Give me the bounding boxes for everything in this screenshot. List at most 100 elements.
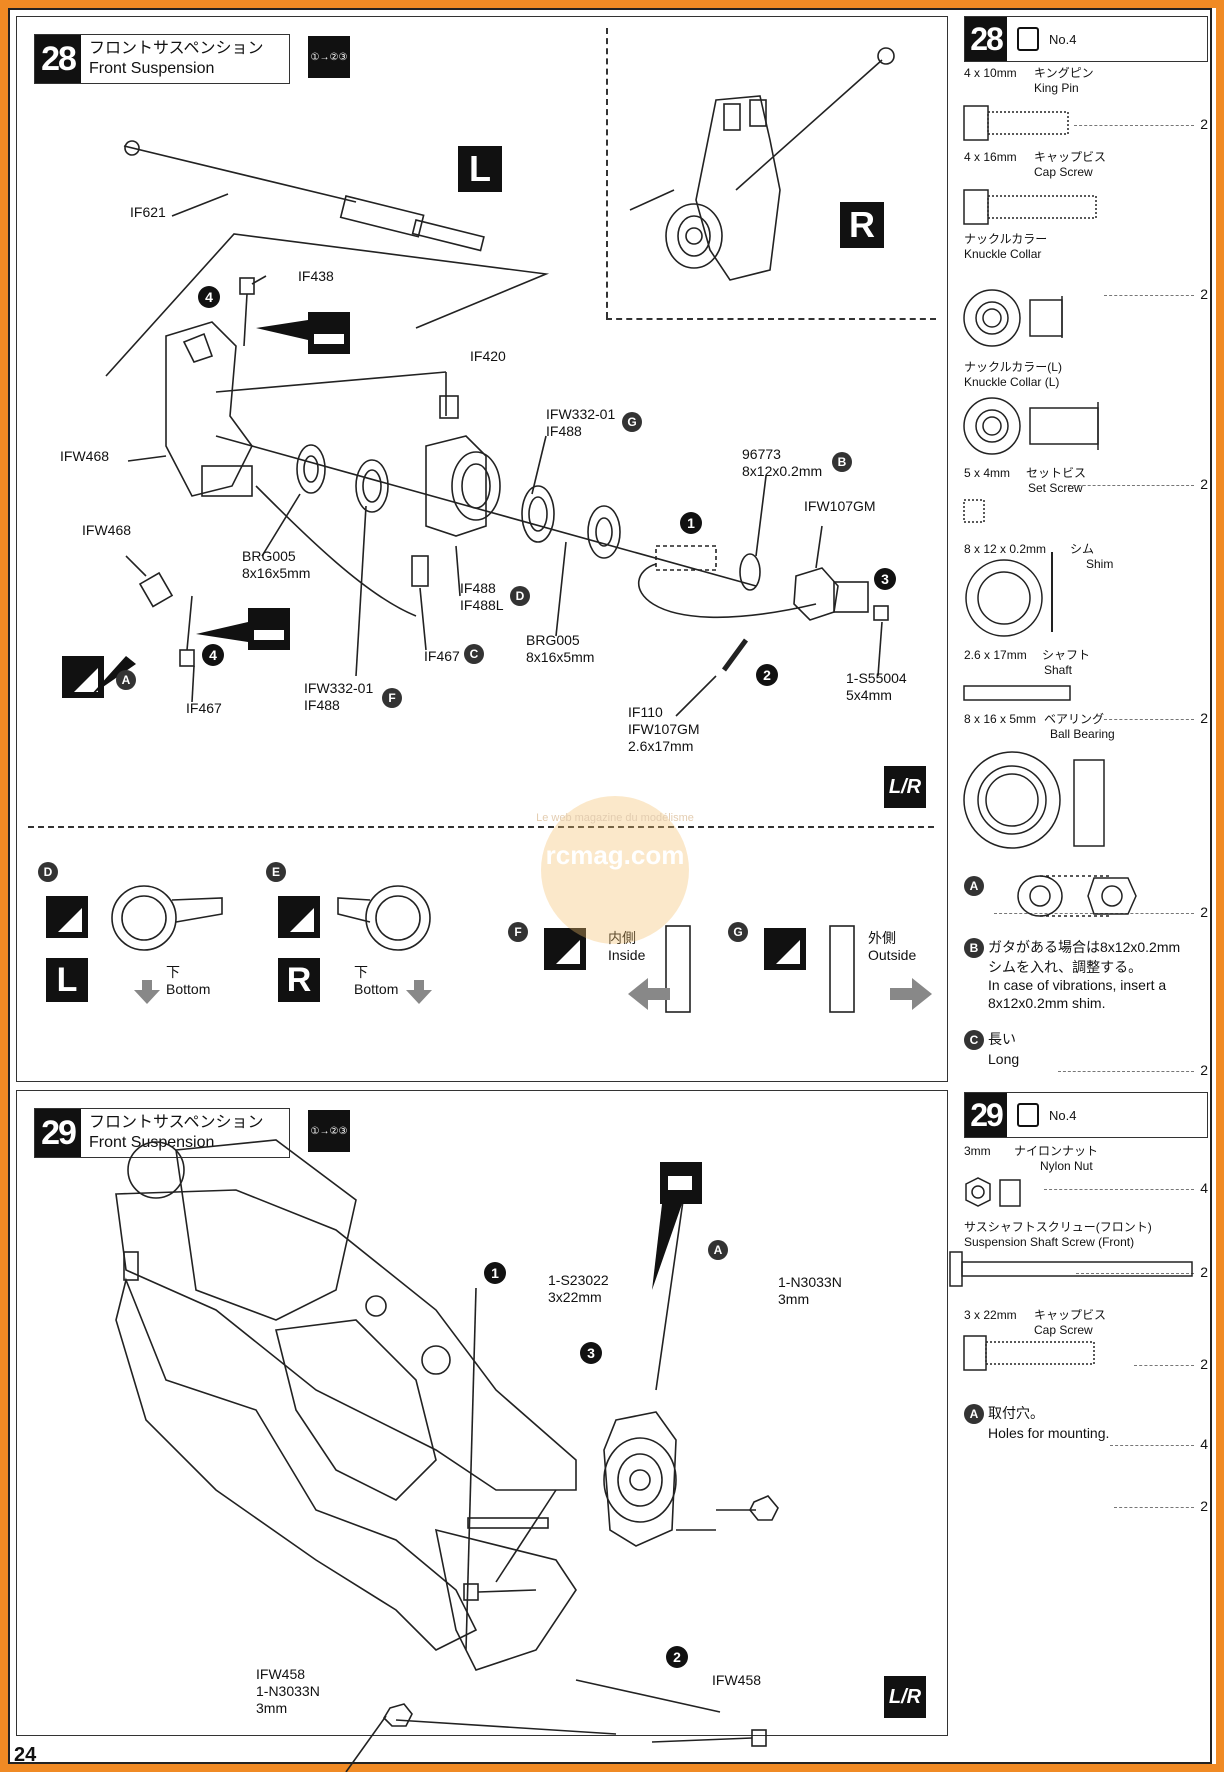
parts-spec: 4 x 10mm (964, 66, 1017, 80)
callout-f: F (382, 688, 402, 708)
watermark: Le web magazine du modélisme rcmag.com (510, 790, 720, 950)
label-if467: IF467 (186, 700, 222, 716)
parts-bag-icon (1017, 27, 1039, 51)
divider (28, 826, 934, 828)
step29-number: 29 (35, 1109, 81, 1157)
label-brg005: BRG005 8x16x5mm (242, 548, 311, 581)
parts-name-en: Nylon Nut (1040, 1159, 1093, 1173)
leader-dots (1058, 1071, 1194, 1072)
callout-a: A (708, 1240, 728, 1260)
parts-spec: 2.6 x 17mm (964, 648, 1027, 662)
inside-label: 内側 Inside (608, 930, 646, 963)
step28-panel (16, 16, 948, 1082)
bag-number: No.4 (1049, 1107, 1077, 1123)
step-marker-2: 2 (756, 664, 778, 686)
label-if110: IF110 IFW107GM 2.6x17mm (628, 704, 700, 754)
parts-name-en: Set Screw (1028, 481, 1083, 495)
parts-name-en: King Pin (1034, 81, 1079, 95)
left-right-icon: L/R (884, 766, 926, 808)
step29-title-jp: フロントサスペンション (89, 1114, 264, 1131)
label-96773: 96773 8x12x0.2mm (742, 446, 823, 479)
bottom-label: 下 Bottom (166, 964, 211, 997)
leader-dots (1104, 719, 1194, 720)
step-marker-3: 3 (580, 1342, 602, 1364)
parts-name-jp: シム (1070, 542, 1095, 556)
parts-bag-icon (1017, 1103, 1039, 1127)
assembly-order-icon: ①→②③ (308, 36, 350, 78)
page-number: 24 (14, 1744, 37, 1766)
step29-panel (16, 1090, 948, 1736)
parts-spec: 8 x 12 x 0.2mm (964, 542, 1047, 556)
front-suspension-exploded-diagram (62, 140, 889, 717)
label-ifw468: IFW468 (60, 448, 110, 464)
parts-quantity: 2 (1200, 476, 1208, 492)
step28-number: 28 (35, 35, 81, 83)
note-a-drawing (1017, 875, 1137, 917)
bottom-label: 下 Bottom (354, 964, 399, 997)
parts-quantity: 4 (1200, 1436, 1208, 1452)
step-marker-2: 2 (666, 1646, 688, 1668)
left-right-icon: L/R (884, 1676, 926, 1718)
parts-name-en: Suspension Shaft Screw (Front) (964, 1235, 1135, 1249)
divider (606, 318, 936, 320)
parts-name-jp: セットビス (1026, 466, 1087, 480)
parts-spec: 3 x 22mm (964, 1308, 1017, 1322)
divider (606, 28, 608, 318)
label-ifw332-g: IFW332-01 IF488 (546, 406, 616, 439)
parts-name-jp: キングピン (1034, 66, 1094, 80)
parts-quantity: 2 (1200, 1498, 1208, 1514)
leader-dots (1068, 485, 1194, 486)
parts-name-en: Cap Screw (1034, 1323, 1093, 1337)
parts-name-jp: キャップビス (1034, 1308, 1107, 1322)
label-if438: IF438 (298, 268, 334, 284)
parts-name-jp: ナイロンナット (1014, 1144, 1099, 1158)
callout-d: D (510, 586, 530, 606)
parts-name-en: Cap Screw (1034, 165, 1093, 179)
parts-spec: 5 x 4mm (964, 466, 1011, 480)
detail-right-badge: R (278, 958, 320, 1002)
label-if488: IF488 IF488L (460, 580, 504, 613)
right-knuckle-drawing (629, 47, 895, 281)
parts-name-jp: シャフト (1042, 648, 1091, 662)
parts-quantity: 2 (1200, 904, 1208, 920)
detail-e-label: E (266, 862, 286, 882)
callout-g: G (622, 412, 642, 432)
outside-label: 外側 Outside (868, 930, 917, 963)
parts-drawings-29 (949, 1177, 1193, 1371)
page-frame (8, 8, 1212, 1764)
watermark-tagline: Le web magazine du modélisme (536, 812, 694, 824)
note-a-marker: A (964, 876, 984, 896)
parts-name-en: Ball Bearing (1050, 727, 1115, 741)
chassis-assembly-drawing (115, 1139, 779, 1772)
note-c-marker: C (964, 1030, 984, 1050)
parts-spec: 3mm (964, 1144, 991, 1158)
label-1-s23022: 1-S23022 3x22mm (548, 1272, 609, 1305)
step-marker-4: 4 (198, 286, 220, 308)
parts-header-29: 29 No.4 (964, 1092, 1208, 1138)
parts-header-28: 28 No.4 (964, 16, 1208, 62)
label-if621: IF621 (130, 204, 166, 220)
callout-b: B (832, 452, 852, 472)
bag-number: No.4 (1049, 31, 1077, 47)
parts-item: ナックルカラー(L)Knuckle Collar (L)2 (964, 360, 1208, 726)
parts-name-jp: ナックルカラー(L) (964, 360, 1062, 374)
step28-title-jp: フロントサスペンション (89, 40, 264, 57)
callout-a: A (116, 670, 136, 690)
label-ifw332-f: IFW332-01 IF488 (304, 680, 374, 713)
step28-header: 28 フロントサスペンション Front Suspension (34, 34, 290, 84)
parts-name-jp: キャップビス (1034, 150, 1107, 164)
leader-dots (1076, 1273, 1194, 1274)
side-right-badge: R (840, 202, 884, 248)
leader-dots (1074, 125, 1194, 126)
leader-dots (1114, 1507, 1194, 1508)
detail-d-label: D (38, 862, 58, 882)
parts-name-jp: ナックルカラー (964, 232, 1048, 246)
parts-name-en: Shaft (1044, 663, 1073, 677)
